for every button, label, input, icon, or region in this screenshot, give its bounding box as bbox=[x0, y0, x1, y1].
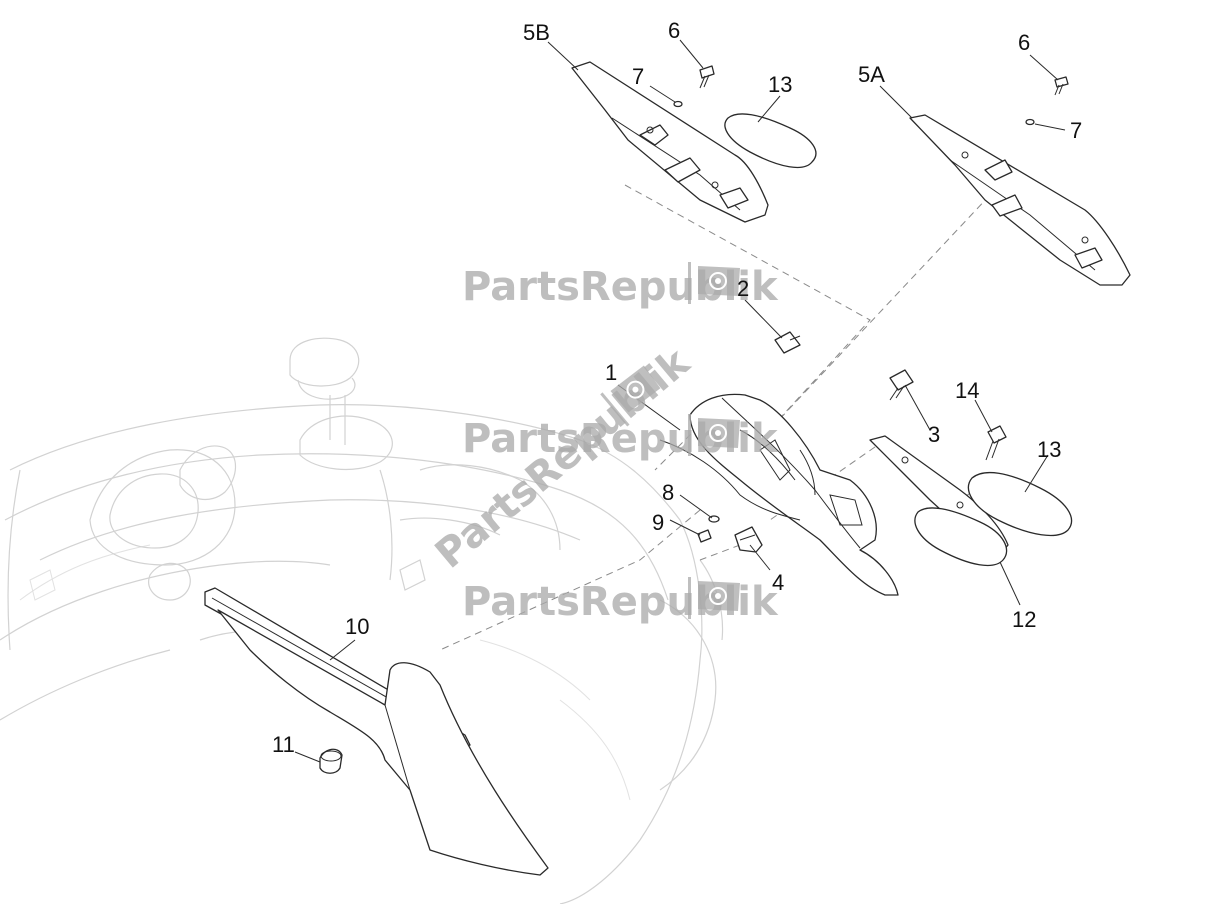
part-13-reflector-upper bbox=[724, 113, 817, 169]
callout-5a: 5A bbox=[858, 62, 885, 87]
callout-2: 2 bbox=[737, 276, 749, 301]
part-5b-bracket bbox=[571, 61, 769, 223]
part-12-reflector-bracket bbox=[869, 435, 1009, 567]
watermark-1: PartsRepublik bbox=[462, 262, 779, 310]
gear-flag-icon bbox=[698, 418, 740, 448]
part-11-grommet bbox=[319, 748, 343, 774]
part-1-plate-holder bbox=[659, 393, 899, 596]
part-3-screw bbox=[889, 369, 914, 401]
gear-flag-icon bbox=[610, 365, 661, 413]
part-4-clip bbox=[734, 526, 763, 553]
callout-4: 4 bbox=[772, 570, 784, 595]
watermark-2: PartsRepublik bbox=[462, 414, 779, 462]
part-6-screw-upper bbox=[699, 65, 715, 89]
watermark-3: PartsRepublik bbox=[462, 577, 779, 625]
callout-11: 11 bbox=[272, 732, 295, 757]
part-9-nut bbox=[697, 529, 712, 543]
part-6-screw-right bbox=[1054, 76, 1069, 96]
part-10-mudflap bbox=[204, 587, 549, 876]
callout-6: 6 bbox=[1018, 30, 1030, 55]
callout-6: 6 bbox=[668, 18, 680, 43]
callout-3: 3 bbox=[928, 422, 940, 447]
callout-13: 13 bbox=[768, 72, 792, 97]
gear-flag-icon bbox=[698, 266, 740, 296]
callout-9: 9 bbox=[652, 510, 664, 535]
callout-8: 8 bbox=[662, 480, 674, 505]
callout-labels: 5B 6 7 13 5A 6 7 2 1 3 14 13 8 9 4 12 10… bbox=[272, 18, 1082, 757]
callout-14: 14 bbox=[955, 378, 979, 403]
callout-5b: 5B bbox=[523, 20, 550, 45]
part-7-washer-upper bbox=[673, 100, 683, 108]
part-5a-bracket bbox=[909, 114, 1131, 286]
callout-10: 10 bbox=[345, 614, 369, 639]
callout-7: 7 bbox=[632, 64, 644, 89]
gear-flag-icon bbox=[698, 581, 740, 611]
callout-12: 12 bbox=[1012, 607, 1036, 632]
part-13-reflector-lower bbox=[967, 471, 1073, 537]
scooter-body-ghost bbox=[0, 337, 724, 904]
callout-1: 1 bbox=[605, 360, 617, 385]
callout-7: 7 bbox=[1070, 118, 1082, 143]
part-14-screw bbox=[985, 425, 1007, 461]
part-7-washer-right bbox=[1025, 118, 1035, 126]
callout-13: 13 bbox=[1037, 437, 1061, 462]
